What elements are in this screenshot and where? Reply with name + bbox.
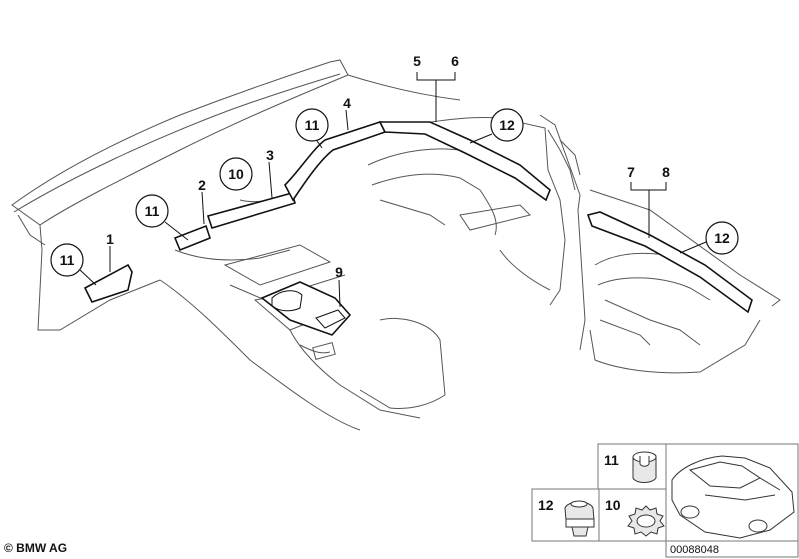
b-pillar	[539, 114, 586, 351]
trim-parts	[83, 121, 753, 336]
copyright: © BMW AG	[4, 541, 67, 555]
legend-box-car	[665, 443, 799, 542]
callout-label-11a: 11	[60, 252, 75, 268]
callout-circle-12b	[705, 221, 739, 255]
callout-label-12a: 12	[499, 117, 515, 133]
callout-label-10: 10	[228, 166, 244, 182]
callout-circle-11a	[50, 243, 84, 277]
part-label-7: 7	[627, 164, 635, 180]
trim-part-7-8	[586, 211, 753, 314]
reference-id: 00088048	[670, 544, 719, 556]
dashboard-outline	[11, 59, 461, 431]
clip-12-icon	[564, 500, 595, 537]
part-label-1: 1	[106, 231, 114, 247]
part-label-3: 3	[266, 147, 274, 163]
trim-part-3	[206, 192, 296, 229]
legend-label-10: 10	[605, 497, 621, 513]
trim-part-9	[260, 281, 352, 336]
clip-11-icon	[632, 451, 657, 483]
callout-label-12b: 12	[714, 230, 730, 246]
car-silhouette-icon	[671, 455, 795, 539]
part-label-8: 8	[662, 164, 670, 180]
callout-circle-11b	[135, 194, 169, 228]
part-label-9: 9	[335, 264, 343, 280]
clip-10-icon	[627, 505, 665, 537]
legend-box-ref	[665, 540, 799, 558]
part-label-6: 6	[451, 53, 459, 69]
part-number-labels: 1 2 3 4 5 6 7 8 9 11 11 10 11 12 12	[60, 53, 730, 280]
part-label-2: 2	[198, 177, 206, 193]
callout-circle-12a	[490, 108, 524, 142]
callout-label-11b: 11	[145, 203, 160, 219]
callout-label-11c: 11	[305, 117, 320, 133]
callout-circles	[50, 108, 739, 277]
part-label-4: 4	[343, 95, 351, 111]
trim-part-4	[284, 121, 387, 202]
part-label-5: 5	[413, 53, 421, 69]
callout-circle-10	[219, 157, 253, 191]
leader-lines	[79, 72, 707, 308]
rear-door	[589, 189, 781, 374]
legend-label-12: 12	[538, 497, 554, 513]
copyright-text: © BMW AG	[4, 541, 67, 555]
trim-part-1	[83, 263, 133, 303]
front-door	[354, 117, 576, 306]
small-parts-legend: 11 12 10 00088048	[531, 443, 799, 558]
trim-part-5-6	[378, 121, 551, 202]
trim-part-2	[173, 224, 211, 252]
legend-label-11: 11	[604, 452, 619, 468]
trim-part-9-details	[271, 290, 346, 329]
callout-circle-11c	[295, 108, 329, 142]
